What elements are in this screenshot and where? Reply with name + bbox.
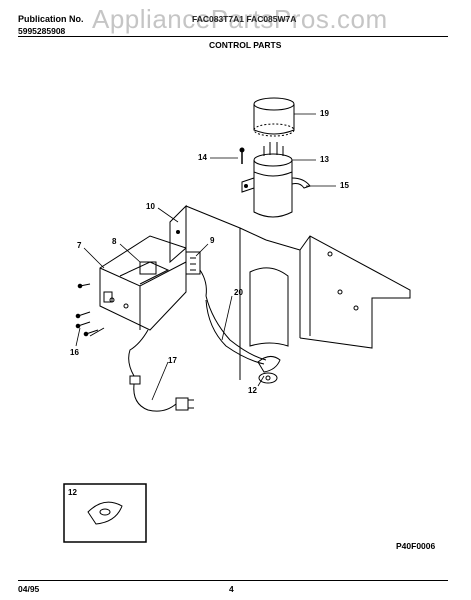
callout-20: 20 bbox=[234, 288, 243, 297]
callout-10: 10 bbox=[146, 202, 155, 211]
callout-12: 12 bbox=[248, 386, 257, 395]
section-title: CONTROL PARTS bbox=[209, 40, 282, 50]
callout-17: 17 bbox=[168, 356, 177, 365]
watermark: AppliancePartsPros.com bbox=[92, 4, 388, 34]
footer-rule bbox=[18, 580, 448, 581]
revision-date: 04/95 bbox=[18, 584, 40, 594]
capacitor-part bbox=[241, 142, 293, 218]
clamp-part bbox=[291, 177, 311, 189]
callout-8: 8 bbox=[112, 237, 117, 246]
power-cord-part bbox=[128, 329, 194, 412]
leader-lines bbox=[75, 113, 336, 401]
callout-9: 9 bbox=[210, 236, 215, 245]
publication-label: Publication No. bbox=[18, 14, 84, 24]
wire-harness-part bbox=[205, 295, 267, 365]
inset-callout-12: 12 bbox=[68, 488, 77, 497]
thermistor-clip-part bbox=[257, 356, 281, 384]
header-rule bbox=[18, 36, 448, 37]
capacitor-cap-part bbox=[253, 97, 295, 137]
control-box-part bbox=[99, 204, 187, 331]
callout-19: 19 bbox=[320, 109, 329, 118]
diagram-code: P40F0006 bbox=[396, 541, 436, 551]
screw-part bbox=[239, 147, 245, 164]
inset-box bbox=[63, 483, 147, 543]
callout-16: 16 bbox=[70, 348, 79, 357]
screws-16-part bbox=[75, 283, 105, 337]
callout-15: 15 bbox=[340, 181, 349, 190]
callout-14: 14 bbox=[198, 153, 207, 162]
switch-part bbox=[185, 251, 207, 297]
enclosure-panel bbox=[185, 205, 411, 380]
publication-number: 5995285908 bbox=[18, 26, 66, 36]
page-number: 4 bbox=[229, 584, 234, 594]
callout-7: 7 bbox=[77, 241, 82, 250]
callout-13: 13 bbox=[320, 155, 329, 164]
model-number: FAC083T7A1 FAC085W7A bbox=[192, 14, 297, 24]
